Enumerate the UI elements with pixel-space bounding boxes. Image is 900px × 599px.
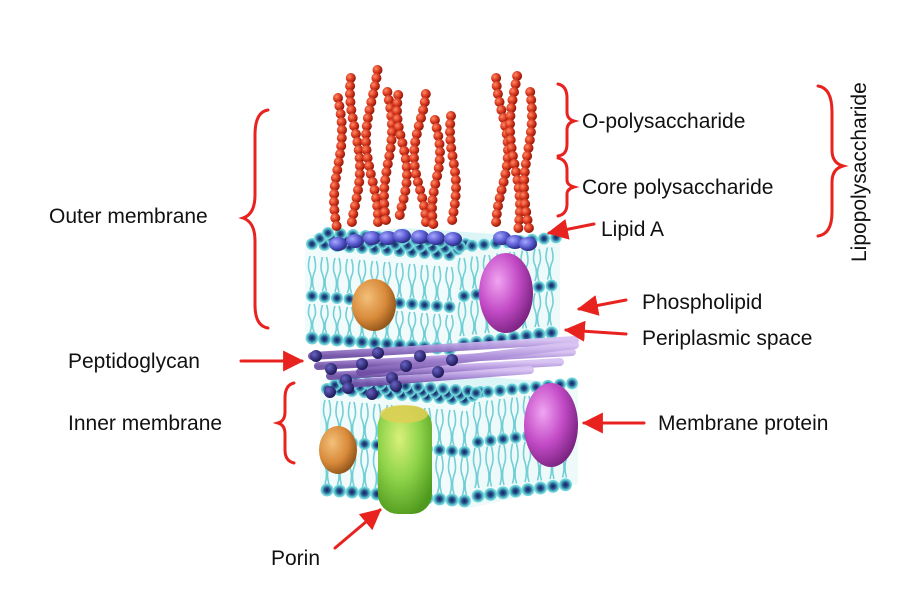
porin-top: [380, 405, 428, 423]
inner-membrane-brace: [272, 381, 296, 465]
membrane-illustration: [305, 65, 579, 514]
lipopolysaccharide-brace: [816, 84, 849, 238]
inner-orange-protein: [319, 426, 357, 474]
peptidoglycan-layer: [308, 336, 579, 400]
core-polysaccharide-brace: [556, 156, 580, 218]
porin-protein: [378, 406, 432, 514]
label-outer-membrane: Outer membrane: [49, 205, 208, 228]
o-polysaccharide-brace: [556, 82, 580, 158]
label-membrane-protein: Membrane protein: [658, 412, 829, 435]
label-porin: Porin: [271, 547, 321, 570]
label-peptidoglycan: Peptidoglycan: [68, 350, 200, 373]
label-periplasmic-space: Periplasmic space: [642, 327, 813, 350]
label-inner-membrane: Inner membrane: [68, 412, 223, 435]
label-lipid-a: Lipid A: [601, 218, 665, 241]
label-o-polysaccharide: O-polysaccharide: [582, 110, 746, 133]
outer-orange-protein: [352, 279, 396, 331]
label-core-polysaccharide: Core polysaccharide: [582, 176, 774, 199]
porin-arrow: [333, 508, 382, 550]
label-phospholipid: Phospholipid: [642, 291, 763, 314]
lipid-a-arrow: [546, 218, 596, 240]
outer-membrane-brace: [238, 108, 270, 330]
inner-membrane-protein: [524, 383, 578, 467]
periplasmic-space-arrow: [563, 320, 628, 342]
label-lipopolysaccharide: Lipopolysaccharide: [848, 82, 871, 262]
phospholipid-arrow: [576, 295, 628, 316]
outer-membrane-protein: [479, 253, 533, 333]
lipopolysaccharide-chains: [329, 65, 537, 251]
